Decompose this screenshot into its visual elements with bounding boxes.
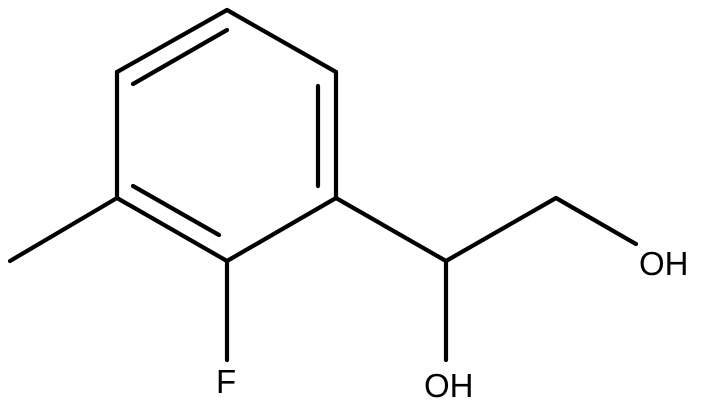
ring-bond-bottom-left	[114, 195, 230, 264]
sidechain-bond-c1-to-c2	[443, 195, 559, 264]
ring-inner-double-bond-top	[130, 27, 230, 87]
sidechain-bond-c2-to-oh	[553, 195, 639, 247]
sidechain-bond-ring-to-c1	[333, 195, 449, 264]
ring-bond-top-right	[224, 7, 339, 75]
methyl-bond	[7, 195, 120, 264]
benzene-ring	[114, 7, 339, 264]
hydroxyl-label-lower: OH	[424, 367, 474, 404]
ring-bond-top-left	[114, 7, 230, 75]
ring-inner-double-bond-bottom-left	[130, 183, 222, 238]
ring-bond-bottom-right	[224, 195, 339, 264]
hydroxyl-label-right: OH	[639, 245, 689, 282]
fluorine-label: F	[216, 363, 236, 400]
